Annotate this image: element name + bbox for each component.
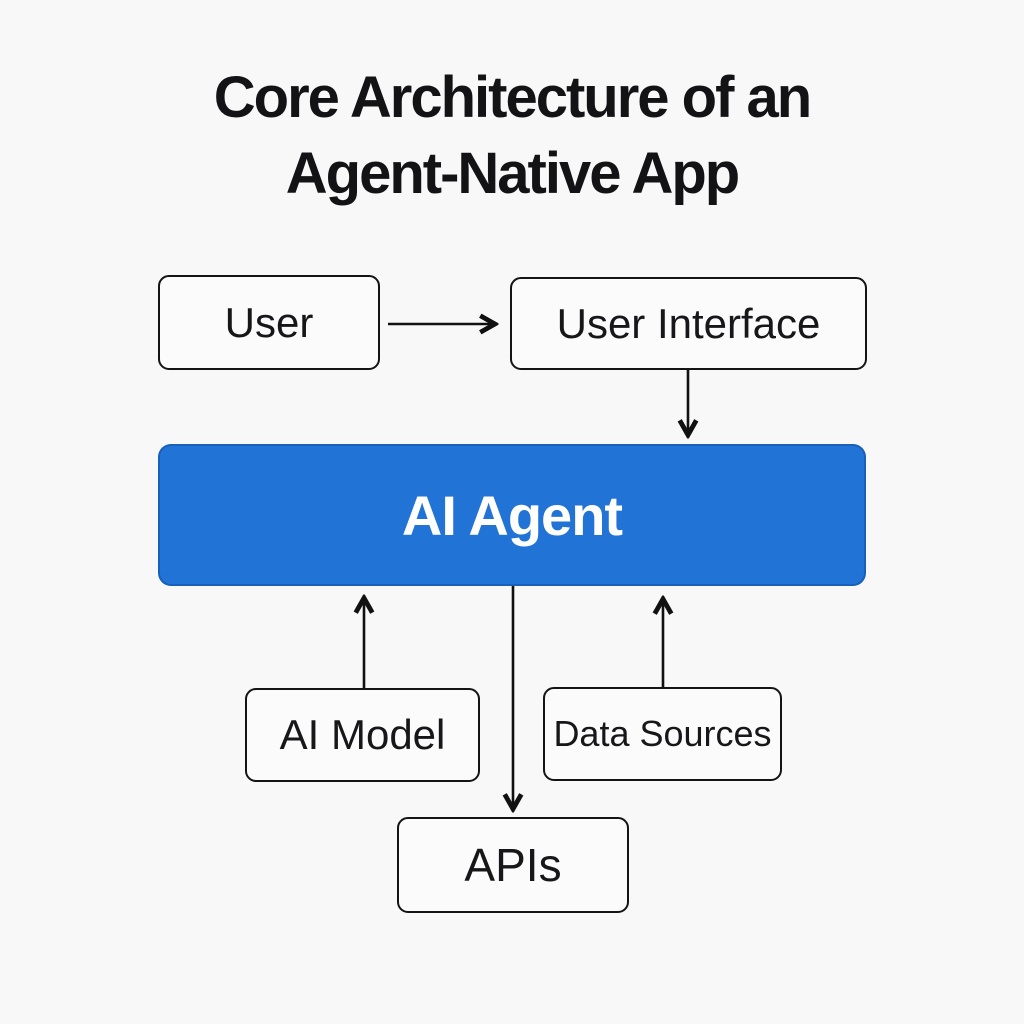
diagram-title: Core Architecture of an Agent-Native App — [0, 60, 1024, 212]
title-line-2: Agent-Native App — [285, 141, 740, 206]
node-ai-agent-label: AI Agent — [401, 483, 623, 547]
node-apis-label: APIs — [464, 839, 562, 891]
node-user-interface-label: User Interface — [556, 299, 821, 347]
node-data-sources-label: Data Sources — [553, 713, 772, 754]
node-user: User — [158, 275, 380, 370]
node-ai-model-label: AI Model — [279, 711, 446, 758]
node-ai-model: AI Model — [245, 688, 480, 782]
node-apis: APIs — [397, 817, 629, 913]
node-user-label: User — [224, 298, 314, 346]
node-ai-agent: AI Agent — [158, 444, 866, 586]
title-line-1: Core Architecture of an — [213, 65, 812, 130]
node-user-interface: User Interface — [510, 277, 867, 370]
node-data-sources: Data Sources — [543, 687, 782, 781]
